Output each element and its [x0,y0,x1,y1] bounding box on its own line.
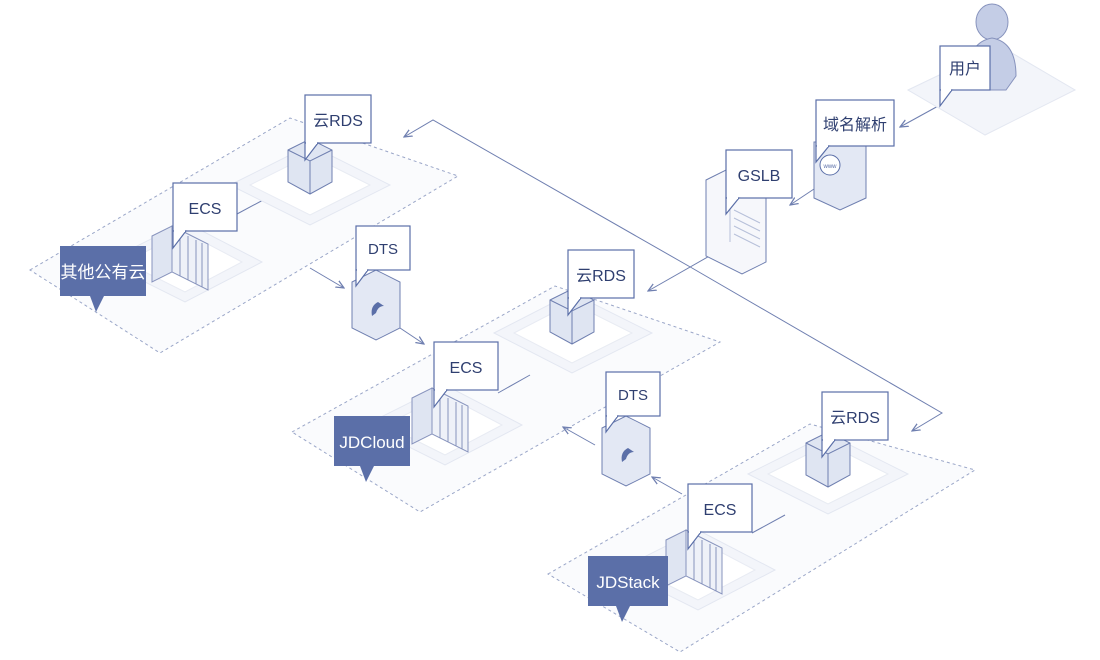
arrow-jdstack-ecs-to-dts2 [652,477,683,495]
label-ecs-other: ECS [189,201,222,218]
label-gslb: GSLB [738,168,781,185]
label-ecs-jdstack: ECS [704,502,737,519]
region-tag-jdcloud: JDCloud [334,416,410,482]
database-icon [549,288,595,345]
link-jdcloud-ecs-rds [497,374,531,394]
label-box-rds-other: 云RDS [304,94,372,162]
region-label-other-cloud: 其他公有云 [61,263,146,282]
server-icon [151,225,209,291]
document-icon [733,209,761,248]
label-rds-jdstack: 云RDS [830,410,880,427]
node-ecs-jdcloud[interactable]: ECS [363,341,524,466]
server-icon [411,387,469,453]
node-dts-1[interactable]: DTS [351,225,411,341]
globe-icon: www [819,154,841,176]
link-jdstack-ecs-rds [751,514,786,534]
node-dns[interactable]: www 域名解析 [813,99,895,211]
label-user: 用户 [949,60,981,78]
node-user[interactable]: 用户 [906,3,1077,136]
server-icon [665,529,723,595]
database-icon [805,431,851,488]
region-label-jdstack: JDStack [596,573,660,592]
arrow-user-to-dns [900,104,941,127]
label-ecs-jdcloud: ECS [450,360,483,377]
arrow-gslb-to-jdstack [691,267,943,431]
label-dns: 域名解析 [823,116,887,134]
region-label-jdcloud: JDCloud [339,433,404,452]
www-label: www [823,164,838,170]
arrow-other-ecs-to-dts1 [309,267,344,288]
link-other-ecs-rds [236,198,266,215]
node-ecs-other[interactable]: ECS [103,182,264,303]
label-dts-1: DTS [368,241,398,258]
node-rds-jdcloud[interactable]: 云RDS [492,249,654,374]
label-box-ecs-other: ECS [172,182,238,250]
arrow-gslb-to-other-cloud [404,119,693,269]
region-tag-jdstack: JDStack [588,556,668,622]
node-rds-jdstack[interactable]: 云RDS [746,391,910,515]
node-gslb[interactable]: GSLB [705,149,793,275]
arrow-dts2-to-jdcloud-ecs [563,427,596,446]
sync-icon [621,448,634,462]
label-rds-jdcloud: 云RDS [576,268,626,285]
node-rds-other[interactable]: 云RDS [228,94,392,226]
sync-icon [371,302,384,316]
region-tag-other-cloud: 其他公有云 [60,246,146,312]
node-dts-2[interactable]: DTS [601,371,661,487]
node-ecs-jdstack[interactable]: ECS [616,483,777,611]
label-dts-2: DTS [618,387,648,404]
label-rds-other: 云RDS [313,113,363,130]
